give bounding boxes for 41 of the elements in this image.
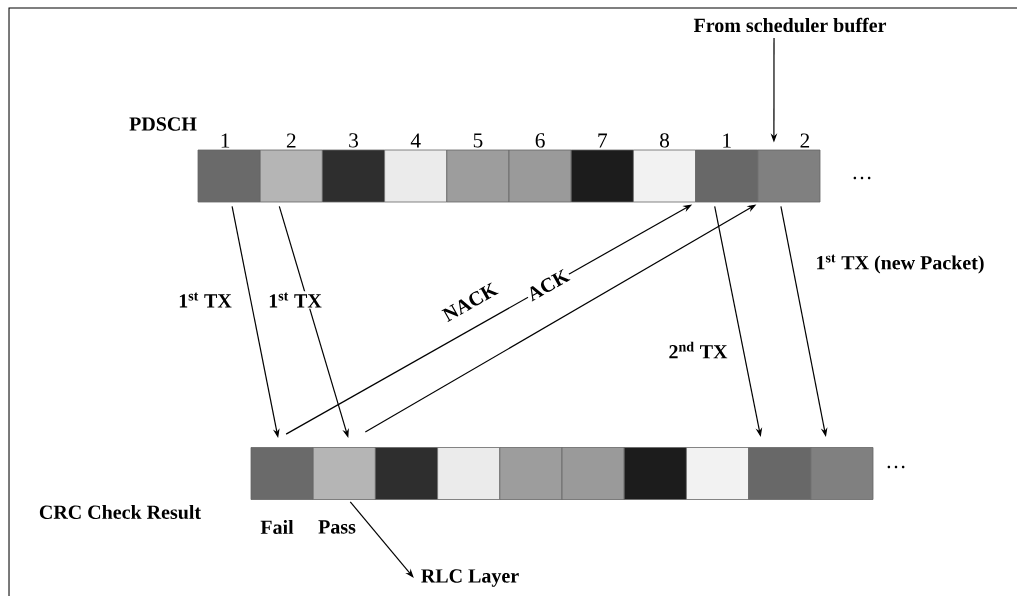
text-label: From scheduler buffer — [693, 17, 887, 33]
edge-label: 2$^{nd}$ TX — [667, 340, 729, 360]
cell — [437, 447, 501, 500]
edge-label: ACK — [523, 266, 573, 304]
node-label: 2 — [800, 133, 810, 148]
cell: 8 — [633, 133, 696, 203]
node-label: 1 — [221, 133, 230, 148]
node-label: 4 — [410, 133, 421, 148]
edge-label: 1$^{st}$ TX (new Packet) — [814, 253, 986, 275]
cell — [499, 447, 563, 500]
cell: 1 — [197, 133, 261, 203]
edge-label: 1$^{st}$ TX — [266, 291, 324, 309]
cell: 3 — [322, 133, 385, 203]
cell: 5 — [446, 133, 510, 203]
node-label: 1 — [723, 133, 731, 148]
cell — [686, 447, 749, 500]
node-label: 3 — [349, 133, 358, 148]
node-label: 2 — [286, 133, 296, 148]
arrow — [349, 501, 414, 578]
cell — [810, 447, 874, 500]
ellipsis: … — [853, 176, 871, 180]
cell: 7 — [570, 133, 634, 203]
node-label: 8 — [659, 133, 670, 148]
row-label: PDSCH — [129, 117, 197, 131]
cell: 1 — [695, 133, 759, 203]
cell — [623, 447, 687, 500]
cell — [561, 447, 625, 500]
node-label: 7 — [598, 133, 608, 148]
cell: 4 — [384, 133, 448, 203]
node-label: 6 — [535, 133, 545, 148]
node-label: 5 — [473, 133, 483, 148]
edge-label: 1$^{st}$ TX — [176, 291, 234, 309]
cell-caption: Fail — [260, 520, 294, 535]
cell — [748, 447, 812, 500]
row-label: CRC Check Result — [39, 504, 201, 520]
cell-caption: Pass — [318, 520, 356, 534]
cell: 2 — [757, 133, 821, 203]
cell: 6 — [508, 133, 572, 203]
cell: 2 — [259, 133, 323, 203]
cell — [375, 447, 438, 500]
text-label: RLC Layer — [421, 569, 519, 587]
